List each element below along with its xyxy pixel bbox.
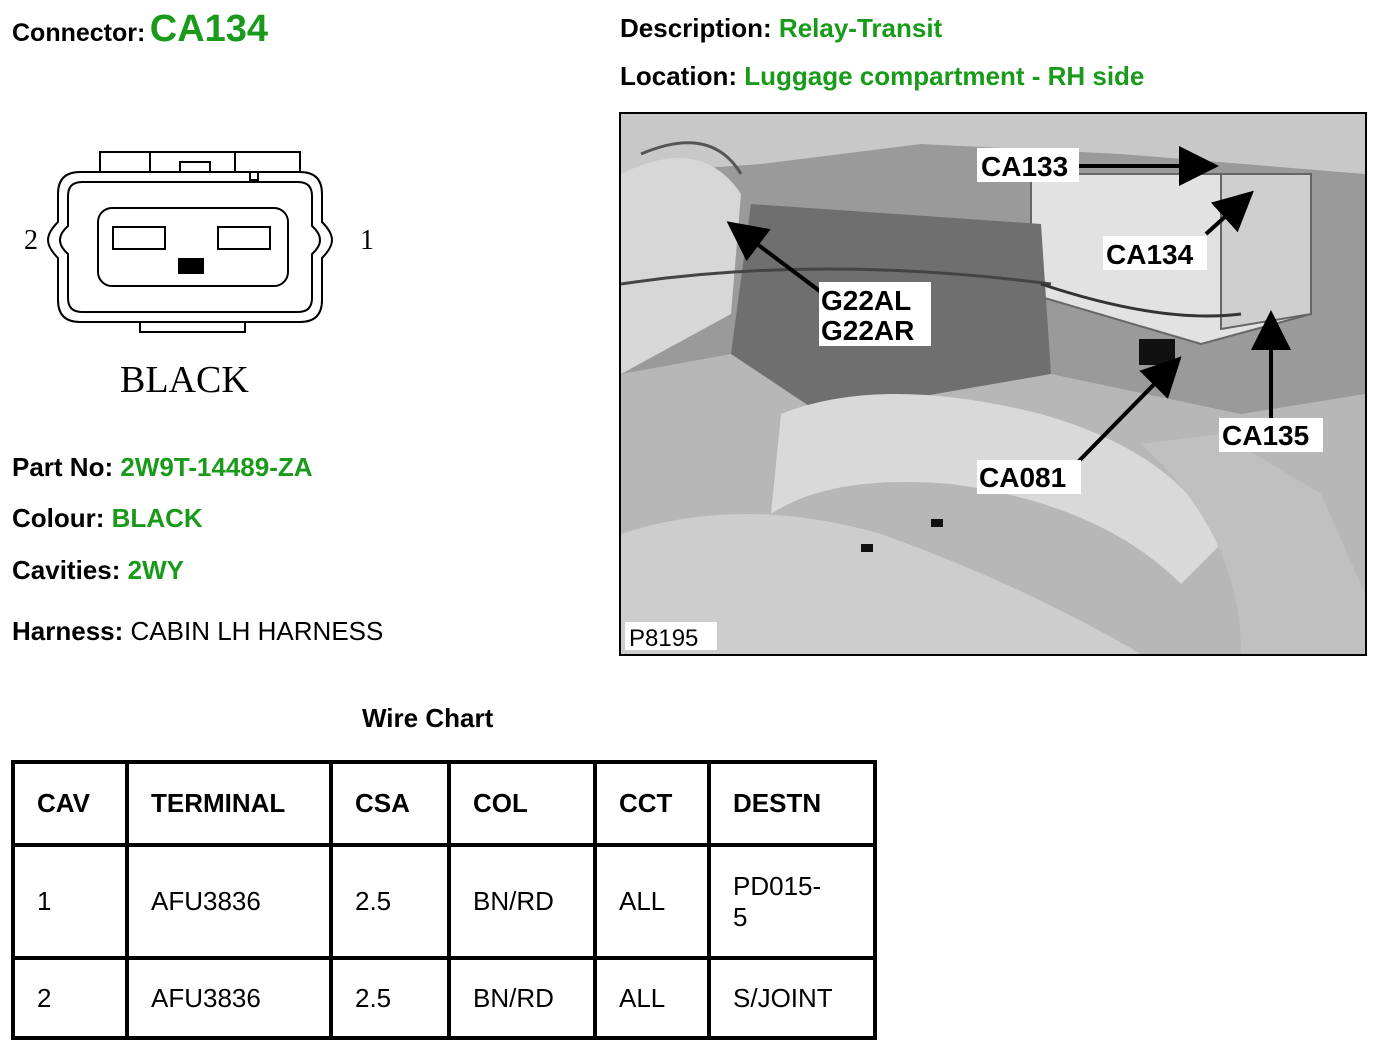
cavities-line: Cavities: 2WY [12, 555, 184, 586]
cell-cct: ALL [593, 843, 711, 960]
location-label: Location: [620, 61, 737, 91]
table-header-row: CAV TERMINAL CSA COL CCT DESTN [11, 760, 877, 847]
luggage-compartment-illustration: CA133 CA134 G22AL G22AR CA135 CA081 P819… [621, 114, 1365, 654]
header-terminal: TERMINAL [125, 760, 333, 847]
part-number-line: Part No: 2W9T-14489-ZA [12, 452, 313, 483]
cell-terminal: AFU3836 [125, 843, 333, 960]
cell-col: BN/RD [447, 956, 597, 1040]
photo-reference: P8195 [629, 625, 698, 652]
table-row: 1 AFU3836 2.5 BN/RD ALL PD015- 5 [11, 843, 877, 960]
pin-2-label: 2 [24, 225, 38, 256]
location-photo: CA133 CA134 G22AL G22AR CA135 CA081 P819… [619, 112, 1367, 656]
callout-ca134: CA134 [1106, 239, 1194, 270]
cell-cav: 2 [11, 956, 129, 1040]
cell-csa: 2.5 [329, 956, 451, 1040]
header-cav: CAV [11, 760, 129, 847]
diagram-colour-label: BLACK [120, 359, 249, 401]
cell-destn-line1: PD015- [733, 870, 822, 901]
cell-csa: 2.5 [329, 843, 451, 960]
cavities-value: 2WY [127, 555, 184, 585]
description-label: Description: [620, 13, 772, 43]
header-destn: DESTN [707, 760, 877, 847]
part-number-label: Part No: [12, 452, 114, 482]
description-value: Relay-Transit [778, 13, 943, 43]
header-cct: CCT [593, 760, 711, 847]
header-csa: CSA [329, 760, 451, 847]
cell-terminal: AFU3836 [125, 956, 333, 1040]
connector-outline-icon: 2 1 BLACK [24, 151, 374, 401]
connector-heading: Connector: CA134 [12, 8, 268, 51]
callout-ca133: CA133 [981, 151, 1068, 182]
location-line: Location: Luggage compartment - RH side [620, 61, 1144, 92]
callout-g22al: G22AL [821, 285, 911, 316]
part-number-value: 2W9T-14489-ZA [120, 452, 313, 482]
connector-face-diagram: 2 1 BLACK [10, 140, 390, 410]
colour-value: BLACK [111, 503, 203, 533]
cell-destn: PD015- 5 [707, 843, 877, 960]
cell-cav: 1 [11, 843, 129, 960]
wire-chart-table: CAV TERMINAL CSA COL CCT DESTN 1 AFU3836… [11, 760, 877, 1040]
table-row: 2 AFU3836 2.5 BN/RD ALL S/JOINT [11, 956, 877, 1040]
colour-line: Colour: BLACK [12, 503, 203, 534]
header-col: COL [447, 760, 597, 847]
colour-label: Colour: [12, 503, 105, 533]
cell-cct: ALL [593, 956, 711, 1040]
pin-1-label: 1 [360, 225, 374, 256]
callout-ca135: CA135 [1222, 420, 1309, 451]
connector-label: Connector: [12, 19, 146, 47]
callout-ca081: CA081 [979, 462, 1066, 493]
wire-chart-title: Wire Chart [362, 703, 494, 733]
connector-id: CA134 [149, 8, 269, 50]
description-line: Description: Relay-Transit [620, 13, 942, 44]
cavities-label: Cavities: [12, 555, 121, 585]
harness-label: Harness: [12, 616, 124, 646]
harness-value: CABIN LH HARNESS [130, 616, 384, 646]
harness-line: Harness: CABIN LH HARNESS [12, 616, 383, 647]
cell-destn-line2: 5 [733, 901, 748, 932]
cell-col: BN/RD [447, 843, 597, 960]
callout-g22ar: G22AR [821, 315, 914, 346]
cell-destn: S/JOINT [707, 956, 877, 1040]
location-value: Luggage compartment - RH side [744, 61, 1145, 91]
